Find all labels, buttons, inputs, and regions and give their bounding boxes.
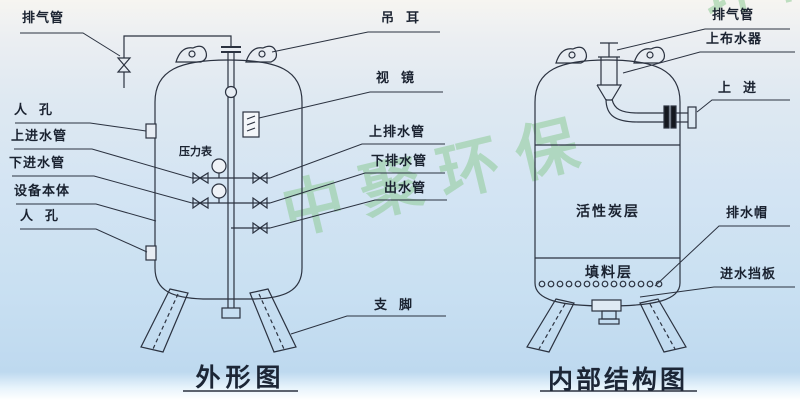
label-support-leg: 支 脚 <box>374 298 414 313</box>
label-outlet-pipe: 出水管 <box>384 181 427 196</box>
label-sight-glass: 视 镜 <box>376 71 416 86</box>
label-upper-distributor: 上布水器 <box>706 32 763 47</box>
lifting-lug-icon <box>633 46 666 64</box>
valve-icon <box>192 196 202 210</box>
valve-icon <box>258 221 268 235</box>
valve-icon <box>258 171 268 185</box>
right-tank-distributor <box>596 42 697 129</box>
label-manhole-bottom: 人 孔 <box>20 209 60 224</box>
left-tank-vent-assembly <box>116 35 241 88</box>
label-inlet-baffle: 进水挡板 <box>720 267 777 282</box>
label-vent-pipe-left: 排气管 <box>22 11 65 26</box>
valve-icon <box>198 171 209 185</box>
manhole-icon <box>145 123 157 139</box>
label-upper-inlet: 上 进 <box>718 81 758 96</box>
valve-icon <box>252 221 262 235</box>
caption-external-view: 外形图 <box>195 363 286 392</box>
valve-icon <box>198 196 209 210</box>
label-lower-drain-pipe: 下排水管 <box>371 154 428 169</box>
valve-icon <box>252 171 262 185</box>
label-lifting-lug: 吊 耳 <box>381 11 421 26</box>
label-lower-inlet-pipe: 下进水管 <box>9 156 66 171</box>
label-vent-pipe-right: 排气管 <box>712 8 755 23</box>
valve-icon <box>116 64 132 73</box>
sight-glass-icon <box>242 111 260 138</box>
valve-icon <box>252 196 262 210</box>
label-carbon-layer: 活性炭层 <box>576 204 640 220</box>
label-drain-cap: 排水帽 <box>726 206 769 221</box>
lifting-lug-icon <box>245 45 278 63</box>
label-manhole-top: 人 孔 <box>14 103 54 118</box>
support-leg <box>249 288 297 353</box>
leader-lines <box>12 28 795 335</box>
tube-nozzle-icon <box>224 85 238 99</box>
label-pressure-gauge: 压力表 <box>179 145 212 158</box>
manhole-icon <box>145 245 157 261</box>
pressure-gauge-icon <box>211 158 227 174</box>
left-tank-shell <box>140 45 303 353</box>
label-upper-inlet-pipe: 上进水管 <box>11 129 68 144</box>
right-tank-bottom-nozzle <box>591 299 622 325</box>
valve-icon <box>192 171 202 185</box>
right-tank-drain-caps <box>538 280 663 288</box>
label-packing-layer: 填料层 <box>585 265 633 281</box>
valve-icon <box>258 196 268 210</box>
pressure-gauge-icon <box>211 183 227 199</box>
lifting-lug-icon <box>175 45 208 63</box>
support-leg <box>526 298 575 353</box>
label-vessel-body: 设备本体 <box>14 184 71 199</box>
label-upper-drain-pipe: 上排水管 <box>369 125 426 140</box>
caption-internal-structure: 内部结构图 <box>547 365 688 394</box>
flange-icon <box>687 106 697 129</box>
right-tank-shell <box>526 46 687 353</box>
left-tank-internals <box>145 52 270 319</box>
lifting-lug-icon <box>555 46 588 64</box>
support-leg <box>639 298 687 353</box>
valve-icon <box>116 57 132 66</box>
support-leg <box>140 288 189 353</box>
